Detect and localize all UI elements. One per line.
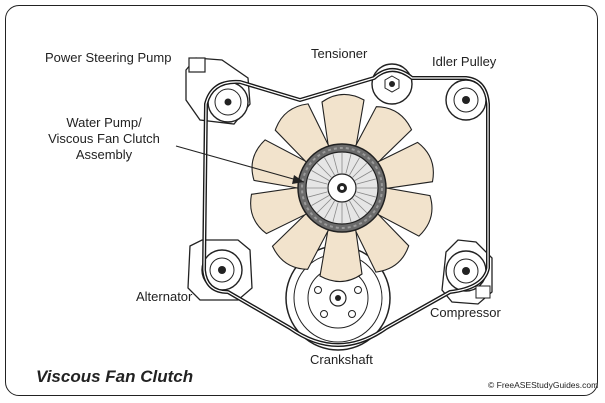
viscous-fan-clutch — [297, 143, 387, 233]
compressor — [441, 239, 493, 305]
hub-spoke — [352, 162, 368, 178]
hub-spoke — [308, 178, 328, 185]
label-tensioner: Tensioner — [311, 46, 368, 61]
label-power-steering-pump: Power Steering Pump — [45, 50, 172, 65]
hub-spoke — [354, 170, 373, 181]
hub-spoke — [356, 178, 376, 185]
label-crankshaft: Crankshaft — [310, 352, 373, 367]
hub-spoke — [316, 162, 332, 178]
diagram-title: Viscous Fan Clutch — [36, 367, 194, 386]
water-pump-leader-arrow — [175, 145, 305, 184]
hub-spoke — [349, 157, 360, 176]
hub-spoke — [345, 154, 352, 174]
hub-spoke — [354, 195, 373, 206]
label-compressor: Compressor — [430, 305, 501, 320]
hub-spoke — [311, 195, 330, 206]
hub-spoke — [324, 157, 335, 176]
label-water-pump-assembly: Water Pump/ Viscous Fan Clutch Assembly — [48, 115, 160, 162]
clutch-hub-spokes — [307, 153, 377, 223]
fan-blade — [319, 217, 363, 283]
label-alternator: Alternator — [136, 289, 193, 304]
hub-spoke — [316, 198, 332, 214]
hub-spoke — [311, 170, 330, 181]
hub-spoke — [345, 202, 352, 222]
hub-spoke — [308, 191, 328, 198]
hub-spoke — [332, 202, 339, 222]
diagram-frame — [5, 5, 598, 396]
hub-spoke — [324, 200, 335, 219]
hub-spoke — [356, 191, 376, 198]
hub-spoke — [352, 198, 368, 214]
label-idler-pulley: Idler Pulley — [432, 54, 497, 69]
power-steering-pump — [185, 57, 251, 125]
copyright-credit: © FreeASEStudyGuides.com — [488, 380, 599, 390]
hub-spoke — [349, 200, 360, 219]
fan-blade — [321, 93, 365, 159]
hub-spoke — [332, 154, 339, 174]
